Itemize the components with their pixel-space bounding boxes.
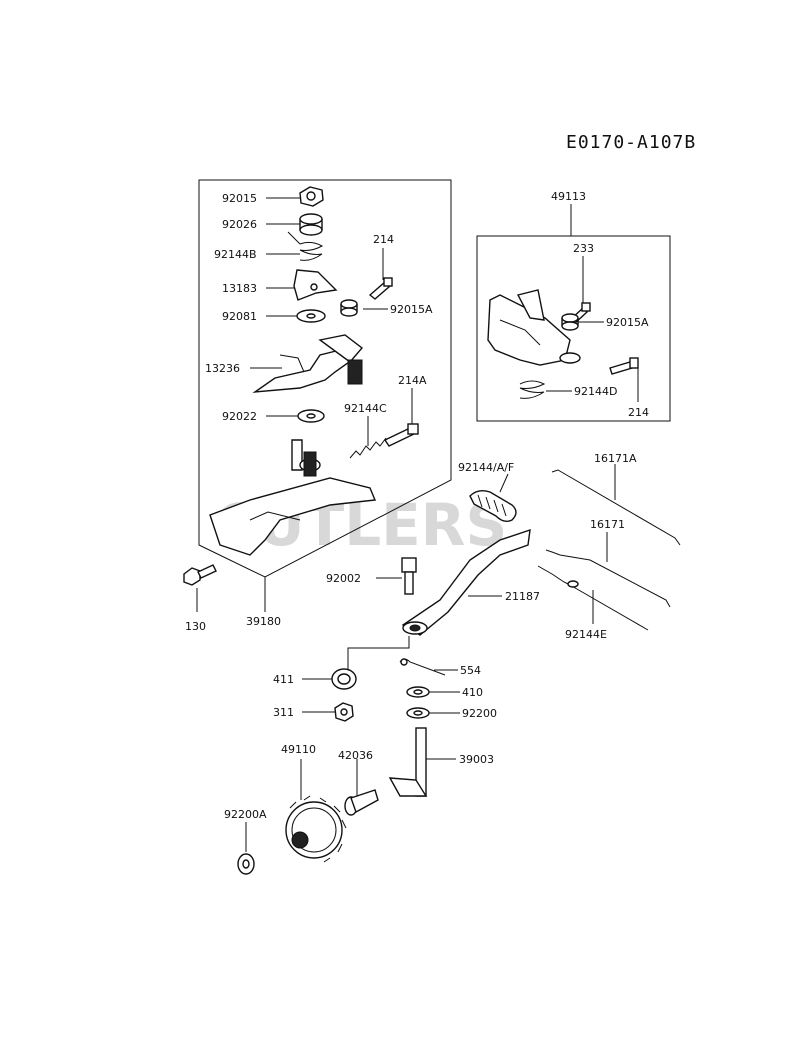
washer-92022 <box>297 409 325 423</box>
label-39003: 39003 <box>459 753 494 766</box>
label-92022: 92022 <box>222 410 257 423</box>
label-233: 233 <box>573 242 594 255</box>
plate-13183 <box>293 269 338 301</box>
spring-92144b <box>287 231 324 261</box>
pin-42036 <box>344 789 379 816</box>
label-554: 554 <box>460 664 481 677</box>
label-13236: 13236 <box>205 362 240 375</box>
spring-92144c <box>349 437 387 459</box>
label-92015a-left: 92015A <box>390 303 433 316</box>
spring-92144e <box>537 565 649 631</box>
label-49113: 49113 <box>551 190 586 203</box>
bolt-214-left <box>368 277 393 300</box>
bolt-130 <box>183 564 217 586</box>
label-130: 130 <box>185 620 206 633</box>
governor-bracket-49113 <box>487 289 581 366</box>
diagram-code: E0170-A107B <box>566 132 697 153</box>
label-92144b: 92144B <box>214 248 257 261</box>
label-92200: 92200 <box>462 707 497 720</box>
label-92200a: 92200A <box>224 808 267 821</box>
label-13183: 13183 <box>222 282 257 295</box>
nut-311 <box>334 702 354 722</box>
label-311: 311 <box>273 706 294 719</box>
label-16171a: 16171A <box>594 452 637 465</box>
spring-92144-a-f <box>469 489 517 523</box>
label-214-right: 214 <box>628 406 649 419</box>
nut-92015a-left <box>340 299 358 317</box>
assembly-box-right <box>476 235 671 422</box>
label-92144e: 92144E <box>565 628 607 641</box>
label-411: 411 <box>273 673 294 686</box>
leader-lines <box>196 197 639 852</box>
label-92002: 92002 <box>326 572 361 585</box>
washer-92081 <box>296 309 326 323</box>
label-42036: 42036 <box>338 749 373 762</box>
label-92144-a-f: 92144/A/F <box>458 461 514 474</box>
washer-410 <box>406 686 430 698</box>
gear-49110 <box>285 795 347 863</box>
label-410: 410 <box>462 686 483 699</box>
shaft-39003 <box>388 727 428 797</box>
rod-16171a <box>551 469 681 546</box>
assembly-box-left <box>198 179 452 578</box>
label-214-left: 214 <box>373 233 394 246</box>
label-92144c: 92144C <box>344 402 387 415</box>
washer-92200 <box>406 707 430 719</box>
washer-92200a <box>237 853 255 875</box>
label-49110: 49110 <box>281 743 316 756</box>
bracket-39180 <box>209 439 377 556</box>
label-92026: 92026 <box>222 218 257 231</box>
rod-16171 <box>545 549 671 608</box>
label-21187: 21187 <box>505 590 540 603</box>
label-92144d: 92144D <box>574 385 617 398</box>
label-92081: 92081 <box>222 310 257 323</box>
nut-411 <box>331 668 357 690</box>
label-16171: 16171 <box>590 518 625 531</box>
label-92015a-right: 92015A <box>606 316 649 329</box>
label-39180: 39180 <box>246 615 281 628</box>
bolt-214-right <box>609 357 639 375</box>
arm-21187 <box>401 528 531 636</box>
label-214a: 214A <box>398 374 427 387</box>
label-92015: 92015 <box>222 192 257 205</box>
spring-92144d <box>519 380 546 399</box>
bolt-92002 <box>401 557 417 595</box>
lever-13236 <box>252 334 364 393</box>
nut-92015 <box>299 186 324 207</box>
bolt-214a <box>383 423 419 447</box>
pin-554 <box>399 658 446 676</box>
bushing-92026 <box>299 213 323 236</box>
